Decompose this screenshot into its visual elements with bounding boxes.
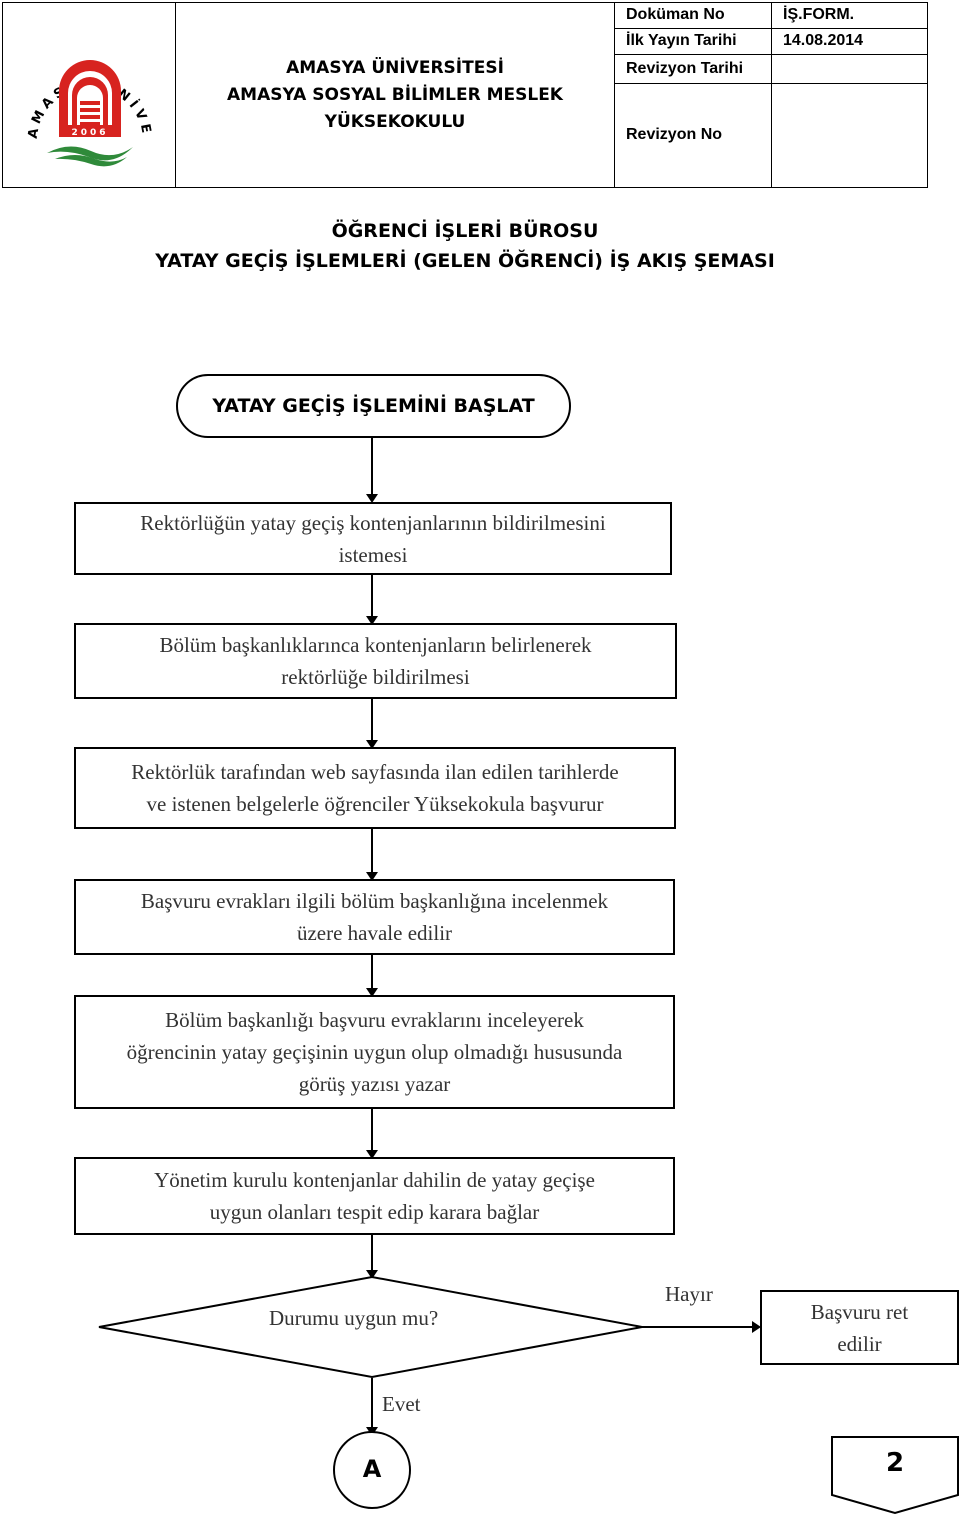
- doc-no-row: Doküman No İŞ.FORM.: [615, 3, 927, 29]
- step-4-line-1: Başvuru evrakları ilgili bölüm başkanlığ…: [140, 889, 609, 913]
- step-box-5: Bölüm başkanlığı başvuru evraklarını inc…: [74, 995, 675, 1109]
- page-subtitle: YATAY GEÇİŞ İŞLEMLERİ (GELEN ÖĞRENCİ) İŞ…: [155, 250, 775, 272]
- off-page-connector: [831, 1436, 959, 1515]
- start-label: YATAY GEÇİŞ İŞLEMİNİ BAŞLAT: [212, 395, 535, 417]
- step-1-line-1: Rektörlüğün yatay geçiş kontenjanlarının…: [140, 510, 606, 535]
- no-label: Hayır: [665, 1282, 713, 1306]
- decision-diamond: [98, 1275, 643, 1379]
- start-terminal: YATAY GEÇİŞ İŞLEMİNİ BAŞLAT: [176, 374, 571, 438]
- page-number: 2: [885, 1448, 905, 1478]
- doc-no-value: İŞ.FORM.: [783, 6, 855, 23]
- step-3-line-1: Rektörlük tarafından web sayfasında ilan…: [131, 760, 619, 784]
- step-box-4: Başvuru evrakları ilgili bölüm başkanlığ…: [74, 879, 675, 955]
- revision-no-row: Revizyon No: [615, 84, 927, 187]
- step-2-line-1: Bölüm başkanlıklarınca kontenjanların be…: [159, 633, 592, 657]
- step-1-line-2: istemesi: [338, 542, 408, 567]
- institution-line-3: YÜKSEKOKULU: [324, 111, 466, 132]
- revision-date-label: Revizyon Tarihi: [626, 60, 744, 77]
- decision-label: Durumu uygun mu?: [269, 1306, 439, 1330]
- step-2-line-2: rektörlüğe bildirilmesi: [281, 665, 470, 689]
- university-seal-icon: AMASYA ÜNİVERSİTESİ 2006: [0, 0, 150, 167]
- institution-line-1: AMASYA ÜNİVERSİTESİ: [286, 57, 504, 78]
- institution-line-2: AMASYA SOSYAL BİLİMLER MESLEK: [227, 84, 563, 105]
- step-6-line-1: Yönetim kurulu kontenjanlar dahilin de y…: [154, 1168, 595, 1192]
- step-6-line-2: uygun olanları tespit edip karara bağlar: [209, 1200, 540, 1224]
- yes-label: Evet: [382, 1392, 421, 1416]
- reject-line-1: Başvuru ret: [810, 1299, 909, 1324]
- step-3-line-2: ve istenen belgelerle öğrenciler Yükseko…: [146, 792, 604, 816]
- revision-no-label: Revizyon No: [626, 126, 723, 143]
- university-logo: AMASYA ÜNİVERSİTESİ 2006: [0, 0, 176, 187]
- first-pub-value: 14.08.2014: [783, 32, 864, 49]
- page-title: ÖĞRENCİ İŞLERİ BÜROSU: [331, 220, 599, 242]
- step-5-line-1: Bölüm başkanlığı başvuru evraklarını inc…: [165, 1008, 584, 1032]
- document-header: AMASYA ÜNİVERSİTESİ 2006 AMASYA ÜNİVERSİ…: [0, 0, 928, 188]
- reject-line-2: edilir: [837, 1331, 882, 1356]
- revision-date-row: Revizyon Tarihi: [615, 55, 927, 84]
- step-box-1: Rektörlüğün yatay geçiş kontenjanlarının…: [74, 502, 672, 575]
- step-5-line-2: öğrencinin yatay geçişinin uygun olup ol…: [126, 1040, 623, 1064]
- step-box-2: Bölüm başkanlıklarınca kontenjanların be…: [74, 623, 677, 699]
- step-4-line-2: üzere havale edilir: [296, 921, 453, 945]
- institution-name: AMASYA ÜNİVERSİTESİ AMASYA SOSYAL BİLİML…: [176, 3, 615, 187]
- step-box-6: Yönetim kurulu kontenjanlar dahilin de y…: [74, 1157, 675, 1235]
- doc-no-label: Doküman No: [626, 6, 725, 23]
- step-5-line-3: görüş yazısı yazar: [298, 1072, 451, 1096]
- step-box-3: Rektörlük tarafından web sayfasında ilan…: [74, 747, 676, 829]
- connector-label: A: [362, 1455, 382, 1483]
- connector-circle: [333, 1431, 411, 1509]
- svg-text:2006: 2006: [71, 128, 108, 138]
- reject-box: Başvuru ret edilir: [760, 1290, 959, 1365]
- first-pub-row: İlk Yayın Tarihi 14.08.2014: [615, 29, 927, 55]
- first-pub-label: İlk Yayın Tarihi: [626, 32, 737, 49]
